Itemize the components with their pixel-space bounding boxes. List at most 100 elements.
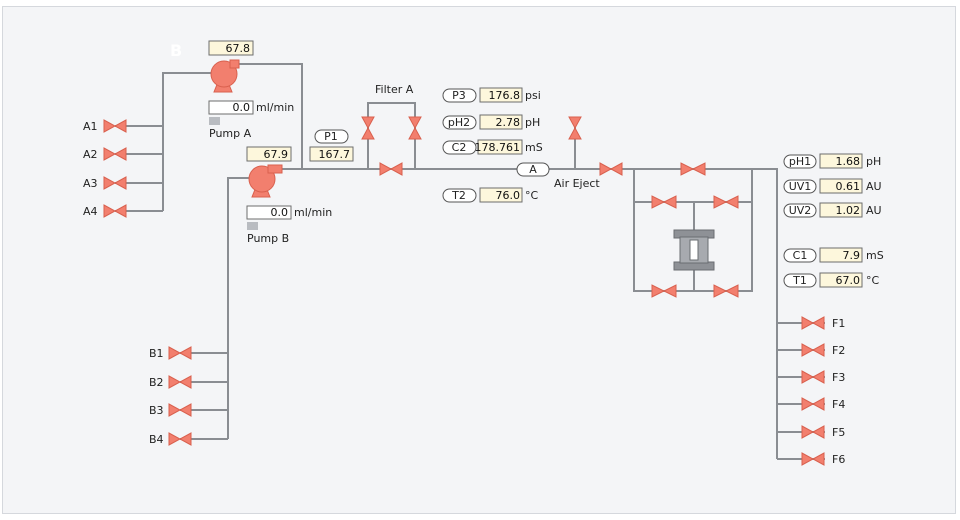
inlet-a1-label: A1 <box>83 120 98 133</box>
valve-a3[interactable] <box>103 176 127 190</box>
pump-a-flow: 0.0 <box>233 101 251 114</box>
uv2-tag <box>783 203 817 218</box>
inlet-b4-label: B4 <box>149 433 164 446</box>
valve-column-bypass[interactable] <box>680 162 706 176</box>
valve-filter-a-right[interactable] <box>408 116 422 140</box>
c1-value: 7.9 <box>843 249 861 262</box>
outlet-valves: F1 F2 F3 F4 F5 F6 <box>801 316 845 466</box>
uv2-value-box <box>819 202 863 218</box>
valve-b2[interactable] <box>168 375 192 389</box>
ph2-unit: pH <box>525 116 540 129</box>
t2-value: 76.0 <box>496 189 521 202</box>
valve-a2[interactable] <box>103 147 127 161</box>
valve-f4[interactable] <box>801 397 825 411</box>
valve-filter-a-left[interactable] <box>361 116 375 140</box>
c1-tag <box>783 248 817 263</box>
column-icon[interactable] <box>673 229 715 271</box>
c2-unit: mS <box>525 141 543 154</box>
pump-b-status-indicator <box>247 222 258 230</box>
valve-f2[interactable] <box>801 343 825 357</box>
valve-a1[interactable] <box>103 119 127 133</box>
inlet-a2-label: A2 <box>83 148 98 161</box>
valve-f3[interactable] <box>801 370 825 384</box>
valve-f6[interactable] <box>801 452 825 466</box>
section-label: B <box>170 41 182 60</box>
valve-column-inlet[interactable] <box>599 162 623 176</box>
inlet-b1-label: B1 <box>149 347 164 360</box>
t1-tag <box>783 273 817 288</box>
valve-b3[interactable] <box>168 403 192 417</box>
inlet-a4-label: A4 <box>83 205 98 218</box>
p3-value-box <box>479 87 523 103</box>
ph2-value-box <box>479 114 523 130</box>
valve-air-eject[interactable] <box>568 116 582 140</box>
ph1-value: 1.68 <box>836 155 861 168</box>
ph2-value: 2.78 <box>496 116 521 129</box>
inlet-b3-label: B3 <box>149 404 164 417</box>
valve-f1[interactable] <box>801 316 825 330</box>
p3-tag-label: P3 <box>452 89 466 102</box>
t1-value-box <box>819 272 863 288</box>
ph2-tag <box>442 115 477 130</box>
uv1-value-box <box>819 178 863 194</box>
pump-b-label: Pump B <box>247 232 289 245</box>
valve-filter-bypass[interactable] <box>379 162 403 176</box>
pump-b-setpoint: 67.9 <box>264 148 289 161</box>
t2-tag-label: T2 <box>451 189 466 202</box>
valve-f5[interactable] <box>801 425 825 439</box>
p1-tag-label: P1 <box>324 130 338 143</box>
uv1-value: 0.61 <box>836 180 861 193</box>
pump-b-flow-unit: ml/min <box>294 206 332 219</box>
t2-tag <box>442 188 477 203</box>
p3-unit: psi <box>525 89 541 102</box>
air-sensor-label: A <box>529 163 537 176</box>
pump-a-icon[interactable] <box>210 59 240 93</box>
valve-column-bottom-left[interactable] <box>651 284 677 298</box>
air-eject-label: Air Eject <box>554 177 600 190</box>
outlet-f2-label: F2 <box>832 344 845 357</box>
outlet-f1-label: F1 <box>832 317 845 330</box>
pump-a-flow-box[interactable] <box>208 100 254 115</box>
valve-column-top-right[interactable] <box>713 195 739 209</box>
outlet-f4-label: F4 <box>832 398 845 411</box>
outlet-f3-label: F3 <box>832 371 845 384</box>
inlet-valves-a: A1 A2 A3 A4 <box>83 119 127 218</box>
pump-b-icon[interactable] <box>248 164 283 198</box>
uv1-tag-label: UV1 <box>789 180 812 193</box>
uv1-tag <box>783 179 817 194</box>
uv2-unit: AU <box>866 204 882 217</box>
t2-value-box <box>479 187 523 203</box>
t1-value: 67.0 <box>836 274 861 287</box>
c2-value-box <box>477 139 523 155</box>
pump-b-setpoint-box[interactable] <box>246 146 292 162</box>
outlet-f5-label: F5 <box>832 426 845 439</box>
ph1-tag-label: pH1 <box>789 155 811 168</box>
p1-tag <box>314 129 349 144</box>
p1-value: 167.7 <box>319 148 351 161</box>
ph1-tag <box>783 154 817 169</box>
pump-a-setpoint: 67.8 <box>226 42 251 55</box>
c1-value-box <box>819 247 863 263</box>
t2-unit: °C <box>525 189 539 202</box>
pump-a-label: Pump A <box>209 127 252 140</box>
t1-unit: °C <box>866 274 880 287</box>
filter-a-label: Filter A <box>375 83 414 96</box>
ph2-tag-label: pH2 <box>448 116 470 129</box>
c1-tag-label: C1 <box>793 249 808 262</box>
valve-a4[interactable] <box>103 204 127 218</box>
p1-value-box <box>309 146 354 162</box>
valve-b1[interactable] <box>168 346 192 360</box>
c2-tag <box>442 140 477 155</box>
pump-a-setpoint-box[interactable] <box>208 40 254 56</box>
c2-value: 178.761 <box>475 141 521 154</box>
uv2-value: 1.02 <box>836 204 861 217</box>
inlet-valves-b: B1 B2 B3 B4 <box>149 346 192 446</box>
pump-b-flow-box[interactable] <box>246 205 292 220</box>
pump-b-flow: 0.0 <box>271 206 289 219</box>
valve-b4[interactable] <box>168 432 192 446</box>
ph1-unit: pH <box>866 155 881 168</box>
valve-column-top-left[interactable] <box>651 195 677 209</box>
valve-column-bottom-right[interactable] <box>713 284 739 298</box>
pump-a-status-indicator <box>209 117 220 125</box>
